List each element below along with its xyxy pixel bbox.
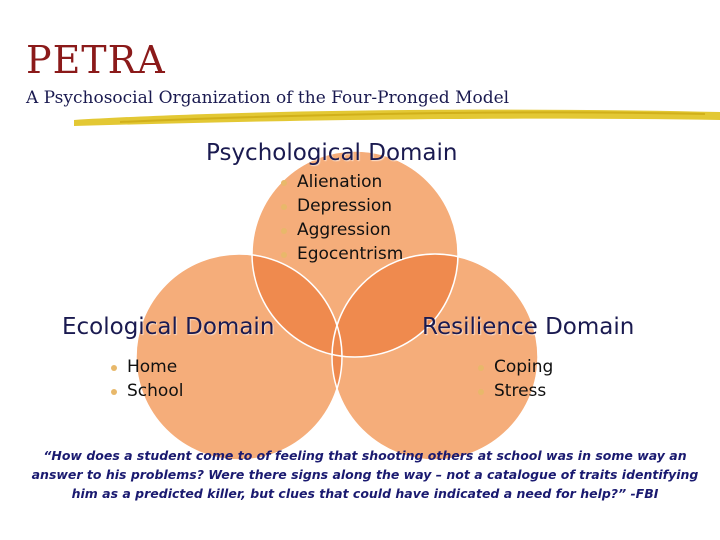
list-item: Stress [474, 379, 553, 403]
psychological-domain-title: Psychological Domain [206, 140, 458, 166]
list-item: Depression [277, 194, 403, 218]
resilience-domain-title: Resilience Domain [422, 314, 635, 340]
resilience-items: Coping Stress [474, 355, 553, 403]
page-title: PETRA [26, 38, 166, 82]
list-item: Home [107, 355, 183, 379]
overlap-psych-eco [252, 254, 342, 357]
overlap-psych-res [332, 254, 458, 357]
list-item: School [107, 379, 183, 403]
ecological-domain-title: Ecological Domain [62, 314, 275, 340]
page-subtitle: A Psychosocial Organization of the Four-… [26, 88, 510, 108]
list-item: Egocentrism [277, 242, 403, 266]
list-item: Coping [474, 355, 553, 379]
list-item: Aggression [277, 218, 403, 242]
psychological-items: Alienation Depression Aggression Egocent… [277, 170, 403, 266]
list-item: Alienation [277, 170, 403, 194]
ecological-items: Home School [107, 355, 183, 403]
fbi-quote: “How does a student come to of feeling t… [31, 448, 699, 501]
title-underline [74, 109, 720, 126]
